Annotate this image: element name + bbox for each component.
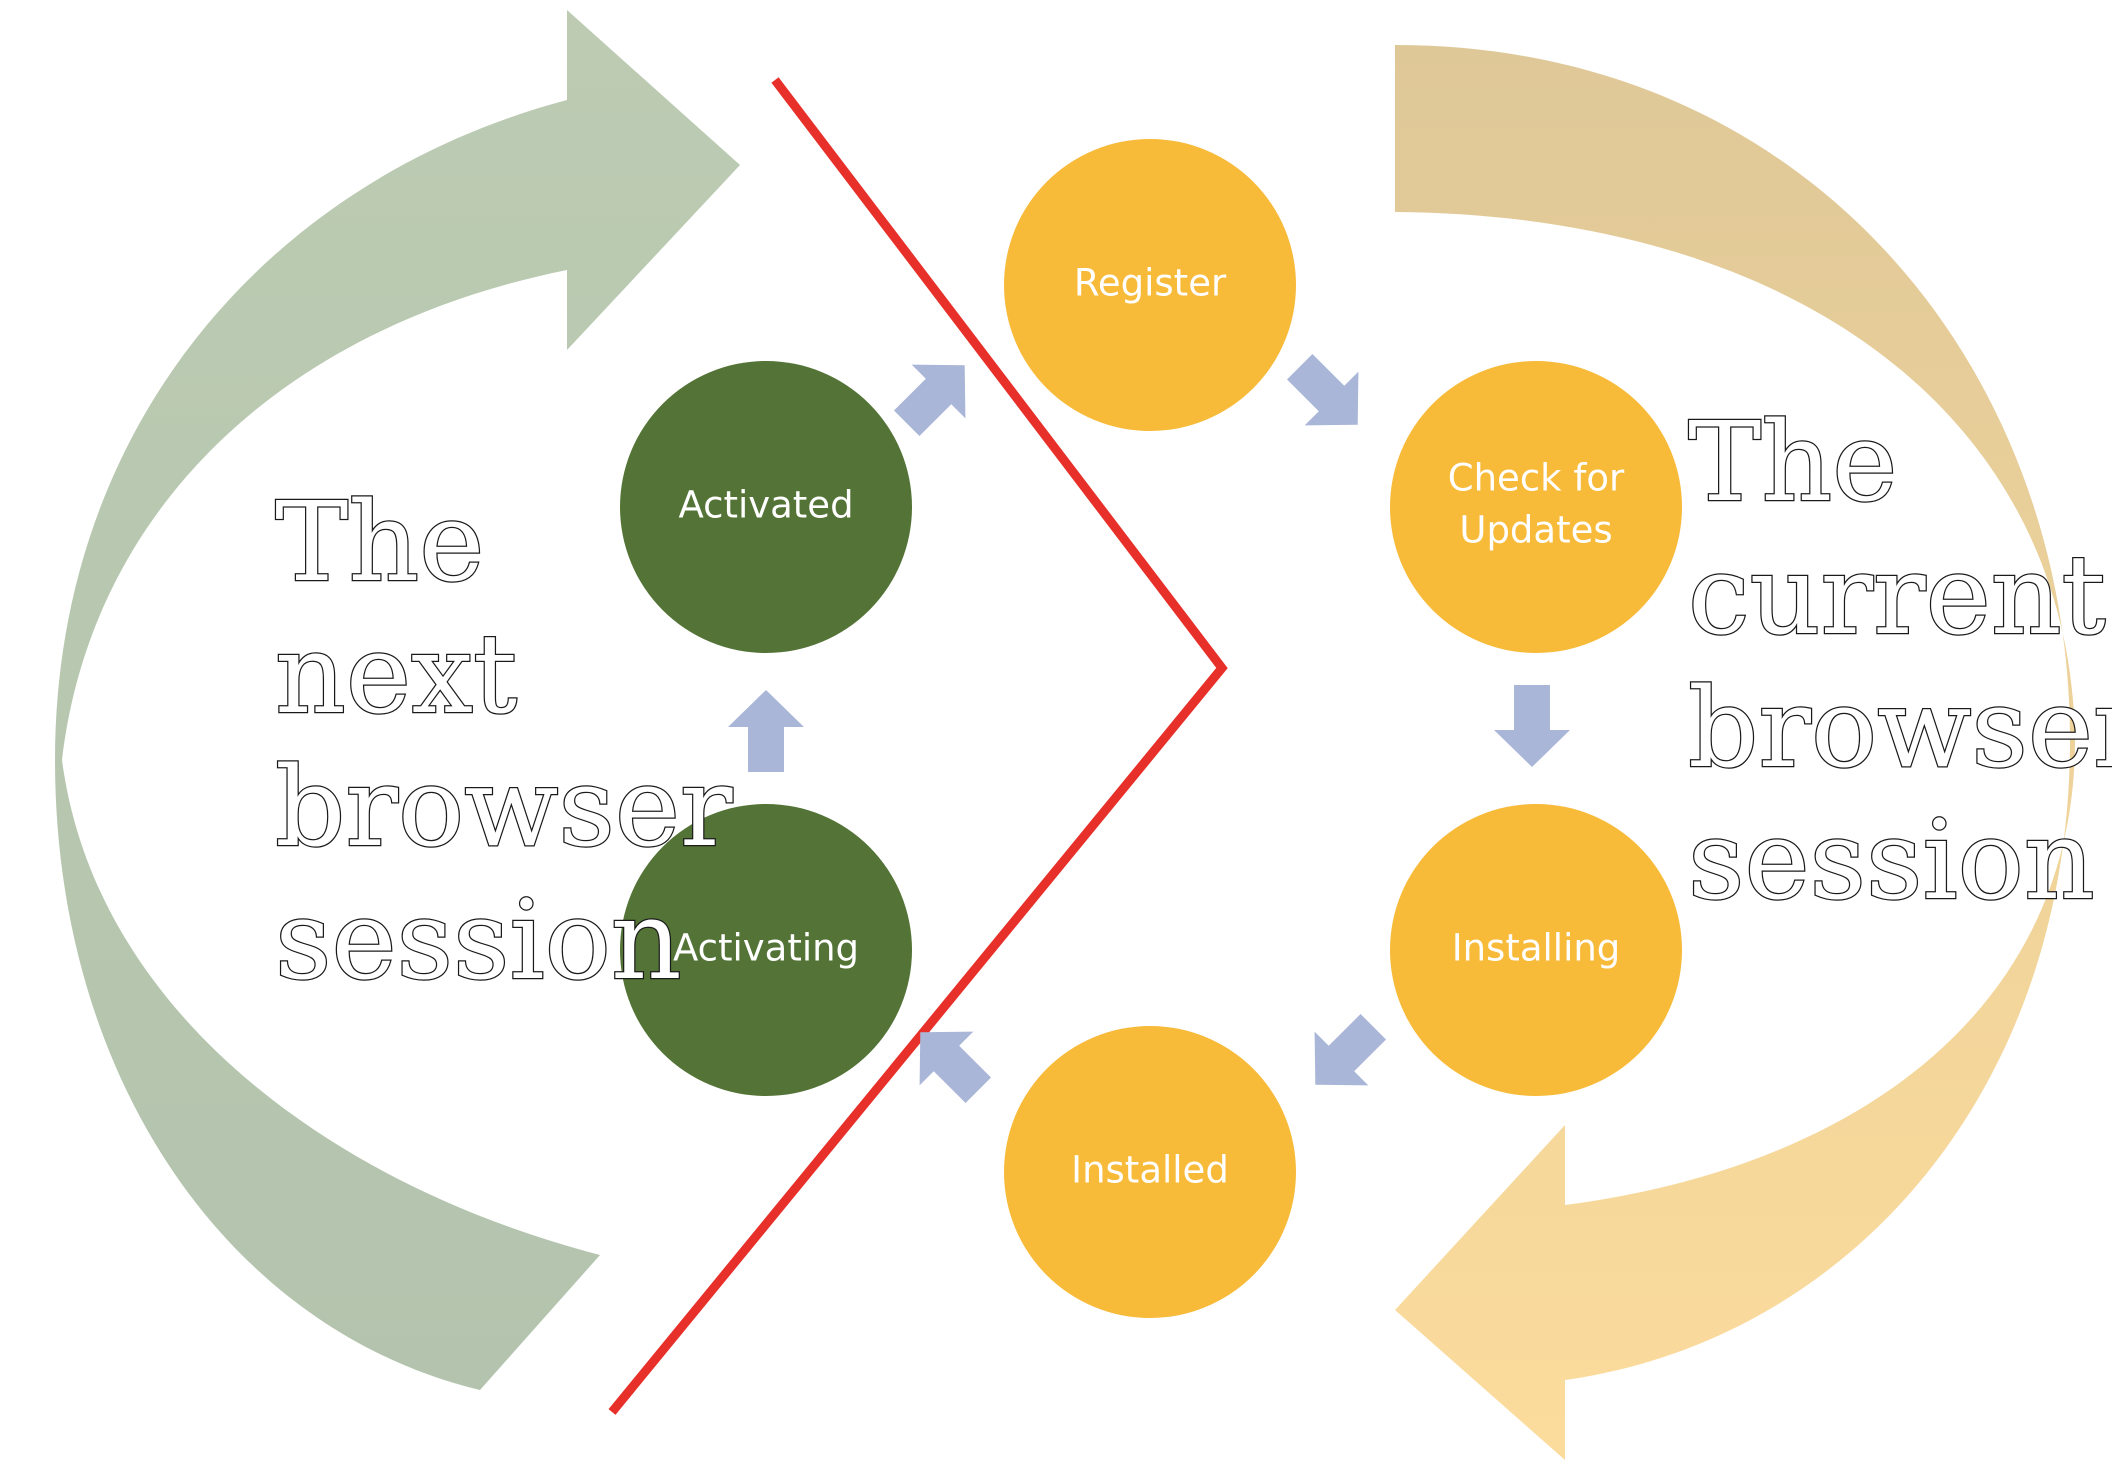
current-session-label: The current browser session (1687, 397, 2112, 926)
next-session-label: The next browser session (274, 477, 734, 1006)
stage-label-line-2: Updates (1459, 509, 1612, 552)
arrow-check-to-installing-icon (1494, 685, 1570, 767)
arrow-activating-to-activated-icon (728, 690, 804, 772)
next-session-line-1: The (275, 478, 484, 606)
arrow-activated-to-register-icon (893, 364, 966, 437)
session-divider-line (608, 77, 1228, 1415)
next-session-cycle-arrow-icon (55, 10, 740, 1390)
stage-label-line-1: Check for (1448, 457, 1625, 500)
stage-installed: Installed (1004, 1026, 1296, 1318)
next-session-line-2: next (275, 610, 517, 738)
arrow-register-to-check-icon (1286, 353, 1359, 426)
current-session-line-3: browser (1688, 664, 2112, 792)
flow-arrows (728, 353, 1570, 1104)
stage-label: Activated (678, 484, 853, 527)
arrow-installed-to-activating-icon (919, 1031, 992, 1104)
arrow-installing-to-installed-icon (1314, 1013, 1387, 1086)
stage-register: Register (1004, 139, 1296, 431)
stage-activated: Activated (620, 361, 912, 653)
current-session-cycle-arrow-icon (1395, 45, 2075, 1460)
stage-label: Activating (673, 927, 859, 970)
stage-check-for-updates: Check for Updates (1390, 361, 1682, 653)
stage-installing: Installing (1390, 804, 1682, 1096)
stage-label: Installed (1071, 1149, 1229, 1192)
stage-label: Register (1074, 262, 1227, 305)
current-session-line-1: The (1688, 398, 1897, 526)
next-session-line-4: session (275, 876, 682, 1004)
stage-activating: Activating (620, 804, 912, 1096)
next-session-line-3: browser (275, 743, 733, 871)
stage-label: Installing (1452, 927, 1621, 970)
current-session-line-4: session (1688, 796, 2095, 924)
current-session-line-2: current (1688, 531, 2106, 659)
